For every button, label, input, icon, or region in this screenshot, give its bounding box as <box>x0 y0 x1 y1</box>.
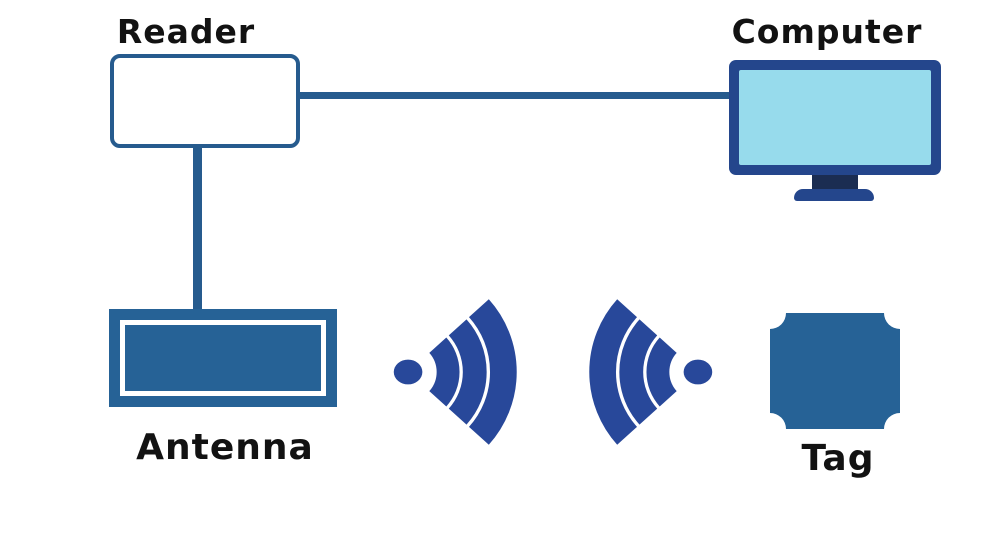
antenna-label: Antenna <box>136 427 314 468</box>
reader-computer-cable <box>300 92 731 99</box>
reader-node <box>110 54 300 148</box>
tag-node <box>770 313 900 429</box>
reader-antenna-cable <box>193 146 202 311</box>
wireless-signal-right-icon <box>393 299 517 445</box>
computer-label: Computer <box>731 12 923 51</box>
antenna-node <box>109 309 337 407</box>
computer-node <box>729 60 941 175</box>
monitor-screen <box>739 70 931 165</box>
wireless-signal-left-icon <box>589 299 713 445</box>
monitor-stand-neck <box>812 174 858 191</box>
antenna-inner-frame <box>120 320 326 396</box>
monitor-stand-base <box>794 189 874 201</box>
tag-label: Tag <box>801 438 875 479</box>
reader-label: Reader <box>116 12 256 51</box>
